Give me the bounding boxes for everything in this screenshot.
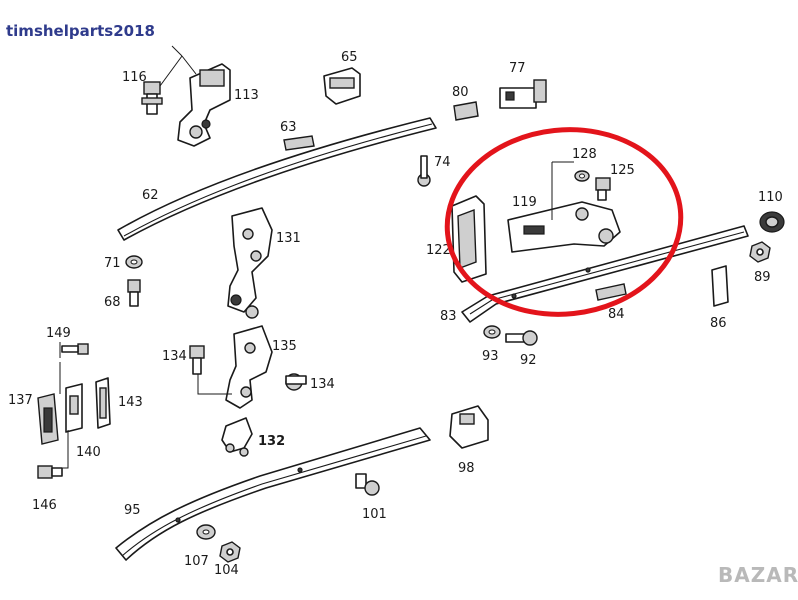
part-134-bolt-left	[189, 345, 205, 375]
label-71: 71	[104, 256, 121, 271]
part-116-bolt	[141, 81, 163, 115]
part-119-carriage	[507, 201, 621, 253]
part-107-washer	[196, 524, 216, 540]
label-84: 84	[608, 307, 625, 322]
label-92: 92	[520, 353, 537, 368]
label-80: 80	[452, 85, 469, 100]
part-131-hinge-arm	[227, 207, 273, 319]
label-110: 110	[758, 190, 783, 205]
part-86-pad	[711, 265, 729, 307]
label-140: 140	[76, 445, 101, 460]
brand-logo: BAZAR	[718, 563, 798, 587]
part-74-screw	[417, 155, 431, 187]
part-68-bolt	[127, 279, 141, 307]
label-74: 74	[434, 155, 451, 170]
label-135: 135	[272, 339, 297, 354]
label-116: 116	[122, 70, 147, 85]
label-128: 128	[572, 147, 597, 162]
label-86: 86	[710, 316, 727, 331]
part-93-washer	[483, 325, 501, 339]
label-143: 143	[118, 395, 143, 410]
part-128-washer	[574, 170, 590, 182]
part-84-block	[595, 283, 627, 301]
label-83: 83	[440, 309, 457, 324]
label-107: 107	[184, 554, 209, 569]
part-137-plate	[37, 393, 59, 445]
part-65-clip	[323, 67, 361, 105]
label-113: 113	[234, 88, 259, 103]
label-134-left: 134	[162, 349, 187, 364]
part-113-bracket	[177, 63, 231, 147]
label-125: 125	[610, 163, 635, 178]
part-143-shim	[95, 377, 111, 429]
label-93: 93	[482, 349, 499, 364]
part-101-bolt	[355, 473, 380, 496]
part-63-block	[283, 135, 315, 151]
label-119: 119	[512, 195, 537, 210]
part-89-nut	[749, 241, 771, 263]
label-95: 95	[124, 503, 141, 518]
part-77-connector	[499, 79, 547, 109]
part-122-cover	[451, 195, 487, 283]
watermark-text: timshelparts2018	[6, 22, 155, 40]
label-104: 104	[214, 563, 239, 578]
label-131: 131	[276, 231, 301, 246]
highlight-circle	[444, 127, 684, 317]
label-137: 137	[8, 393, 33, 408]
label-98: 98	[458, 461, 475, 476]
part-134-bolt-right	[285, 373, 307, 391]
label-65: 65	[341, 50, 358, 65]
part-95-lower-rail	[115, 427, 431, 561]
part-62-upper-rail	[117, 117, 437, 241]
part-71-washer	[125, 255, 143, 269]
label-101: 101	[362, 507, 387, 522]
label-134-right: 134	[310, 377, 335, 392]
part-149-bolt	[61, 343, 89, 355]
label-77: 77	[509, 61, 526, 76]
part-92-bolt	[505, 330, 538, 346]
label-149: 149	[46, 326, 71, 341]
label-132: 132	[258, 434, 285, 449]
part-110-roller	[759, 211, 785, 233]
part-98-bracket	[449, 405, 489, 449]
part-140-striker	[65, 383, 83, 433]
label-63: 63	[280, 120, 297, 135]
label-89: 89	[754, 270, 771, 285]
label-122: 122	[426, 243, 451, 258]
label-68: 68	[104, 295, 121, 310]
part-132-bracket	[221, 417, 253, 457]
part-146-bolt	[37, 465, 63, 479]
part-104-nut	[219, 541, 241, 563]
label-62: 62	[142, 188, 159, 203]
part-80-block	[453, 101, 479, 121]
label-146: 146	[32, 498, 57, 513]
part-125-bolt	[595, 177, 611, 201]
part-135-hinge	[225, 325, 273, 409]
